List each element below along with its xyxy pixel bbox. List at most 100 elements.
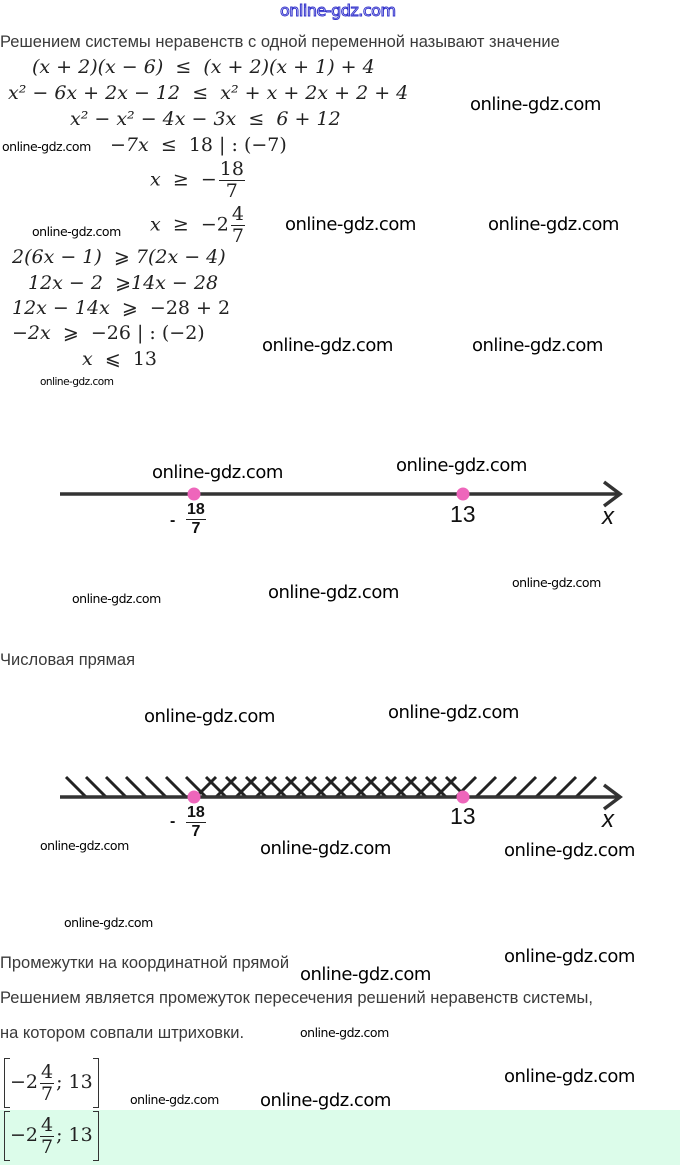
hatch-left <box>404 775 428 799</box>
hatch-left <box>384 775 408 799</box>
hatch-left <box>144 775 168 799</box>
watermark: online-gdz.com <box>396 455 527 476</box>
watermark: online-gdz.com <box>2 139 91 154</box>
hatch-left <box>264 775 288 799</box>
hatch-right <box>574 775 598 799</box>
equation-10: −2x ⩾ −26 | : (−2) <box>12 322 205 344</box>
hatch-right <box>534 775 558 799</box>
hatch-right <box>414 775 438 799</box>
hatch-right <box>494 775 518 799</box>
hatching <box>64 775 598 799</box>
hatch-left <box>184 775 208 799</box>
watermark: online-gdz.com <box>262 335 393 356</box>
watermark: online-gdz.com <box>470 94 601 115</box>
caption-number-line: Числовая прямая <box>0 651 136 669</box>
point-minus-18-7 <box>187 790 201 804</box>
equation-7: 2(6x − 1) ⩾ 7(2x − 4) <box>12 246 226 268</box>
equation-8: 12x − 2 ⩾14x − 28 <box>28 272 219 294</box>
arrow-head-icon <box>602 480 623 508</box>
number-line-1 <box>60 480 623 508</box>
point-13 <box>456 790 470 804</box>
hatch-right <box>394 775 418 799</box>
answer-highlight <box>0 1110 680 1165</box>
point-b-label: 13 <box>450 803 476 829</box>
watermark: online-gdz.com <box>152 462 283 483</box>
equation-11: x ⩽ 13 <box>82 348 158 370</box>
point-a-minus: - <box>170 512 176 529</box>
hatch-left <box>104 775 128 799</box>
watermark: online-gdz.com <box>512 575 601 590</box>
watermark: online-gdz.com <box>130 1092 219 1107</box>
watermark: online-gdz.com <box>40 838 129 853</box>
axis-label: x <box>602 503 614 530</box>
equation-9: 12x − 14x ⩾ −28 + 2 <box>12 297 231 319</box>
equation-3: x² − x² − 4x − 3x ≤ 6 + 12 <box>70 108 341 130</box>
hatch-right <box>254 775 278 799</box>
hatch-left <box>364 775 388 799</box>
number-line-2 <box>60 775 623 811</box>
arrow-head-icon <box>602 783 623 811</box>
conclusion-line-1: Решением является промежуток пересечения… <box>0 989 593 1007</box>
watermark: online-gdz.com <box>260 1090 391 1111</box>
hatch-right <box>314 775 338 799</box>
watermark: online-gdz.com <box>268 582 399 603</box>
hatch-right <box>354 775 378 799</box>
point-minus-18-7 <box>187 487 201 501</box>
hatch-left <box>164 775 188 799</box>
watermark: online-gdz.com <box>472 335 603 356</box>
watermark: online-gdz.com <box>40 376 114 388</box>
hatch-right <box>214 775 238 799</box>
hatch-left <box>304 775 328 799</box>
point-b-label: 13 <box>450 501 476 527</box>
point-13 <box>456 487 470 501</box>
point-a-minus: - <box>170 813 176 830</box>
hatch-right <box>474 775 498 799</box>
watermark: online-gdz.com <box>504 946 635 967</box>
hatch-left <box>284 775 308 799</box>
watermark: online-gdz.com <box>260 838 391 859</box>
hatch-left <box>424 775 448 799</box>
watermark: online-gdz.com <box>72 591 161 606</box>
watermark: online-gdz.com <box>64 915 153 930</box>
intro-text: Решением системы неравенств с одной пере… <box>0 33 560 51</box>
equation-2: x² − 6x + 2x − 12 ≤ x² + x + 2x + 2 + 4 <box>8 82 409 104</box>
watermark: online-gdz.com <box>388 702 519 723</box>
hatch-right <box>334 775 358 799</box>
hatch-left <box>344 775 368 799</box>
hatch-left <box>244 775 268 799</box>
caption-intervals: Промежутки на координатной прямой <box>0 954 290 972</box>
hatch-right <box>434 775 458 799</box>
watermark: online-gdz.com <box>504 1066 635 1087</box>
hatch-right <box>274 775 298 799</box>
equation-4: −7x ≤ 18 | : (−7) <box>110 134 287 156</box>
watermark: online-gdz.com <box>144 706 275 727</box>
watermark: online-gdz.com <box>285 214 416 235</box>
hatch-left <box>204 775 228 799</box>
watermark: online-gdz.com <box>300 1025 389 1040</box>
hatch-right <box>514 775 538 799</box>
hatch-left <box>84 775 108 799</box>
hatch-right <box>554 775 578 799</box>
equation-1: (x + 2)(x − 6) ≤ (x + 2)(x + 1) + 4 <box>32 56 375 78</box>
axis-label: x <box>602 806 614 833</box>
conclusion-line-2: на котором совпали штриховки. <box>0 1024 245 1042</box>
watermark: online-gdz.com <box>300 964 431 985</box>
watermark: online-gdz.com <box>504 840 635 861</box>
hatch-right <box>294 775 318 799</box>
watermark: online-gdz.com <box>488 214 619 235</box>
header-watermark: online-gdz.com <box>280 1 397 21</box>
hatch-left <box>324 775 348 799</box>
hatch-right <box>234 775 258 799</box>
hatch-left <box>124 775 148 799</box>
hatch-left <box>224 775 248 799</box>
hatch-right <box>374 775 398 799</box>
watermark: online-gdz.com <box>32 224 121 239</box>
